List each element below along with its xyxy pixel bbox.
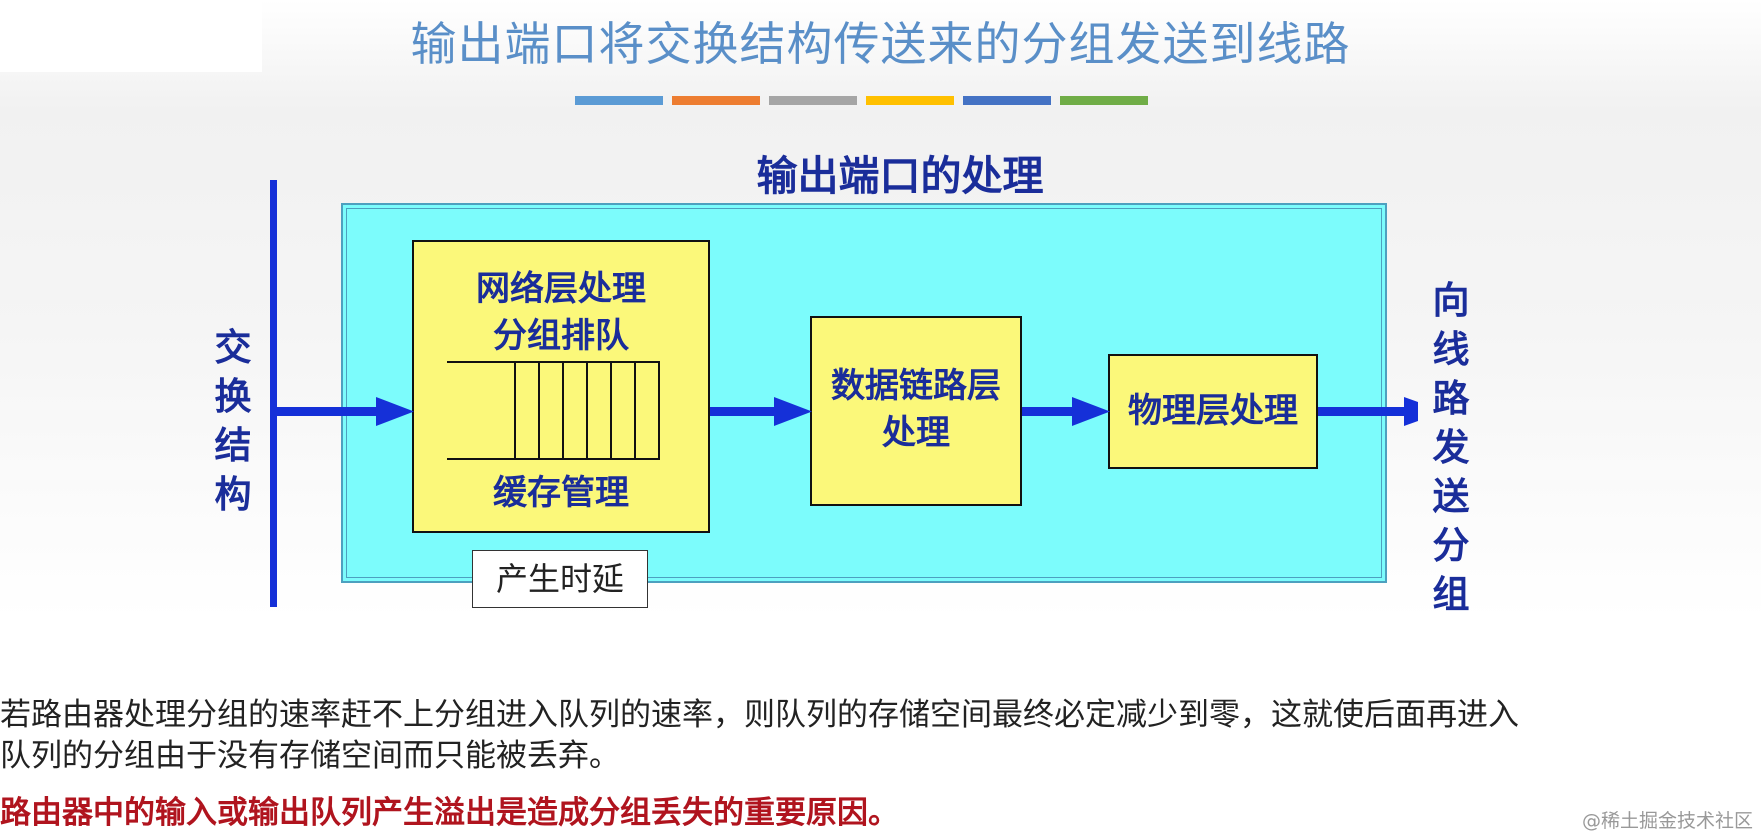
queue-buffer	[447, 361, 660, 460]
color-bar	[672, 96, 760, 105]
delay-label: 产生时延	[472, 550, 648, 608]
queue-slot-divider	[562, 361, 564, 460]
color-bar	[575, 96, 663, 105]
queue-slot-divider	[586, 361, 588, 460]
data-link-layer-label: 数据链路层	[831, 366, 1001, 406]
network-layer-box: 网络层处理 分组排队 缓存管理	[412, 240, 710, 533]
send-to-line-label: 向线路发送分组	[1426, 276, 1476, 619]
queue-slot-divider	[610, 361, 612, 460]
color-bar	[963, 96, 1051, 105]
slide-title: 输出端口将交换结构传送来的分组发送到线路	[410, 17, 1351, 71]
network-layer-label: 网络层处理	[476, 269, 646, 309]
queue-slot-divider	[538, 361, 540, 460]
switch-fabric-label-text: 交换结构	[214, 326, 252, 516]
color-bar	[866, 96, 954, 105]
physical-layer-box: 物理层处理	[1108, 354, 1318, 469]
watermark: @稀土掘金技术社区	[1581, 810, 1753, 832]
switch-fabric-bar	[270, 180, 277, 607]
arrow-network-to-data-link	[710, 397, 812, 426]
queue-slot-divider	[634, 361, 636, 460]
arrow-data-link-to-physical	[1022, 397, 1110, 426]
physical-layer-label: 物理层处理	[1128, 391, 1298, 431]
switch-fabric-label: 交换结构	[208, 323, 258, 519]
explanation-line-2: 队列的分组由于没有存储空间而只能被丢弃。	[0, 738, 620, 774]
queue-bottom-line	[447, 458, 660, 460]
queue-slot-divider	[514, 361, 516, 460]
queue-top-line	[447, 361, 660, 363]
key-conclusion: 路由器中的输入或输出队列产生溢出是造成分组丢失的重要原因。	[0, 795, 899, 831]
queue-end-line	[658, 361, 660, 460]
color-bar	[769, 96, 857, 105]
color-bar	[1060, 96, 1148, 105]
data-link-processing-label: 处理	[882, 413, 950, 453]
packet-queue-label: 分组排队	[493, 316, 629, 356]
explanation-line-1: 若路由器处理分组的速率赶不上分组进入队列的速率，则队列的存储空间最终必定减少到零…	[0, 697, 1519, 733]
arrow-fabric-to-network-layer	[277, 397, 414, 426]
send-to-line-label-text: 向线路发送分组	[1432, 279, 1470, 616]
arrow-physical-to-line	[1318, 397, 1418, 426]
diagram-title: 输出端口的处理	[756, 152, 1044, 200]
buffer-management-label: 缓存管理	[493, 473, 629, 513]
data-link-layer-box: 数据链路层 处理	[810, 316, 1022, 506]
blank-area	[0, 0, 262, 72]
